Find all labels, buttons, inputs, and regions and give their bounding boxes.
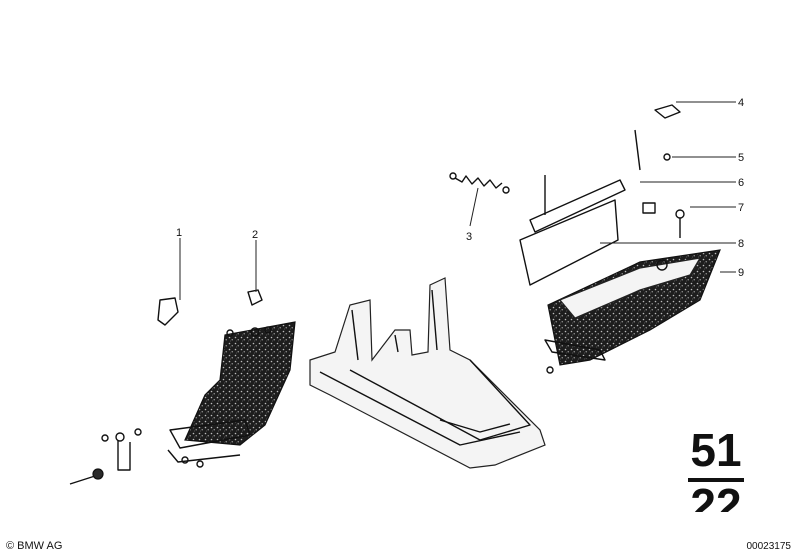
callout-3: 3 [466, 231, 472, 243]
callout-5: 5 [738, 152, 744, 164]
group-divider [688, 478, 744, 482]
callout-8: 8 [738, 238, 744, 250]
sub-group-number: 22 [690, 482, 742, 512]
spring-drawing [449, 172, 510, 194]
copyright-notice: © BMW AG [6, 540, 63, 552]
main-group-number: 51 [690, 424, 742, 476]
callout-2: 2 [252, 229, 258, 241]
callout-9: 9 [738, 267, 744, 279]
callout-1: 1 [176, 227, 182, 239]
callout-6: 6 [738, 177, 744, 189]
leader-lines [179, 101, 736, 300]
left-panel-drawing [69, 289, 296, 485]
callout-7: 7 [738, 202, 744, 214]
center-console-drawing [309, 277, 546, 469]
callout-4: 4 [738, 97, 744, 109]
callout-labels: 1 2 3 4 5 6 7 8 9 [176, 97, 744, 279]
right-glovebox-drawing [519, 104, 721, 374]
image-number: 00023175 [746, 541, 792, 552]
